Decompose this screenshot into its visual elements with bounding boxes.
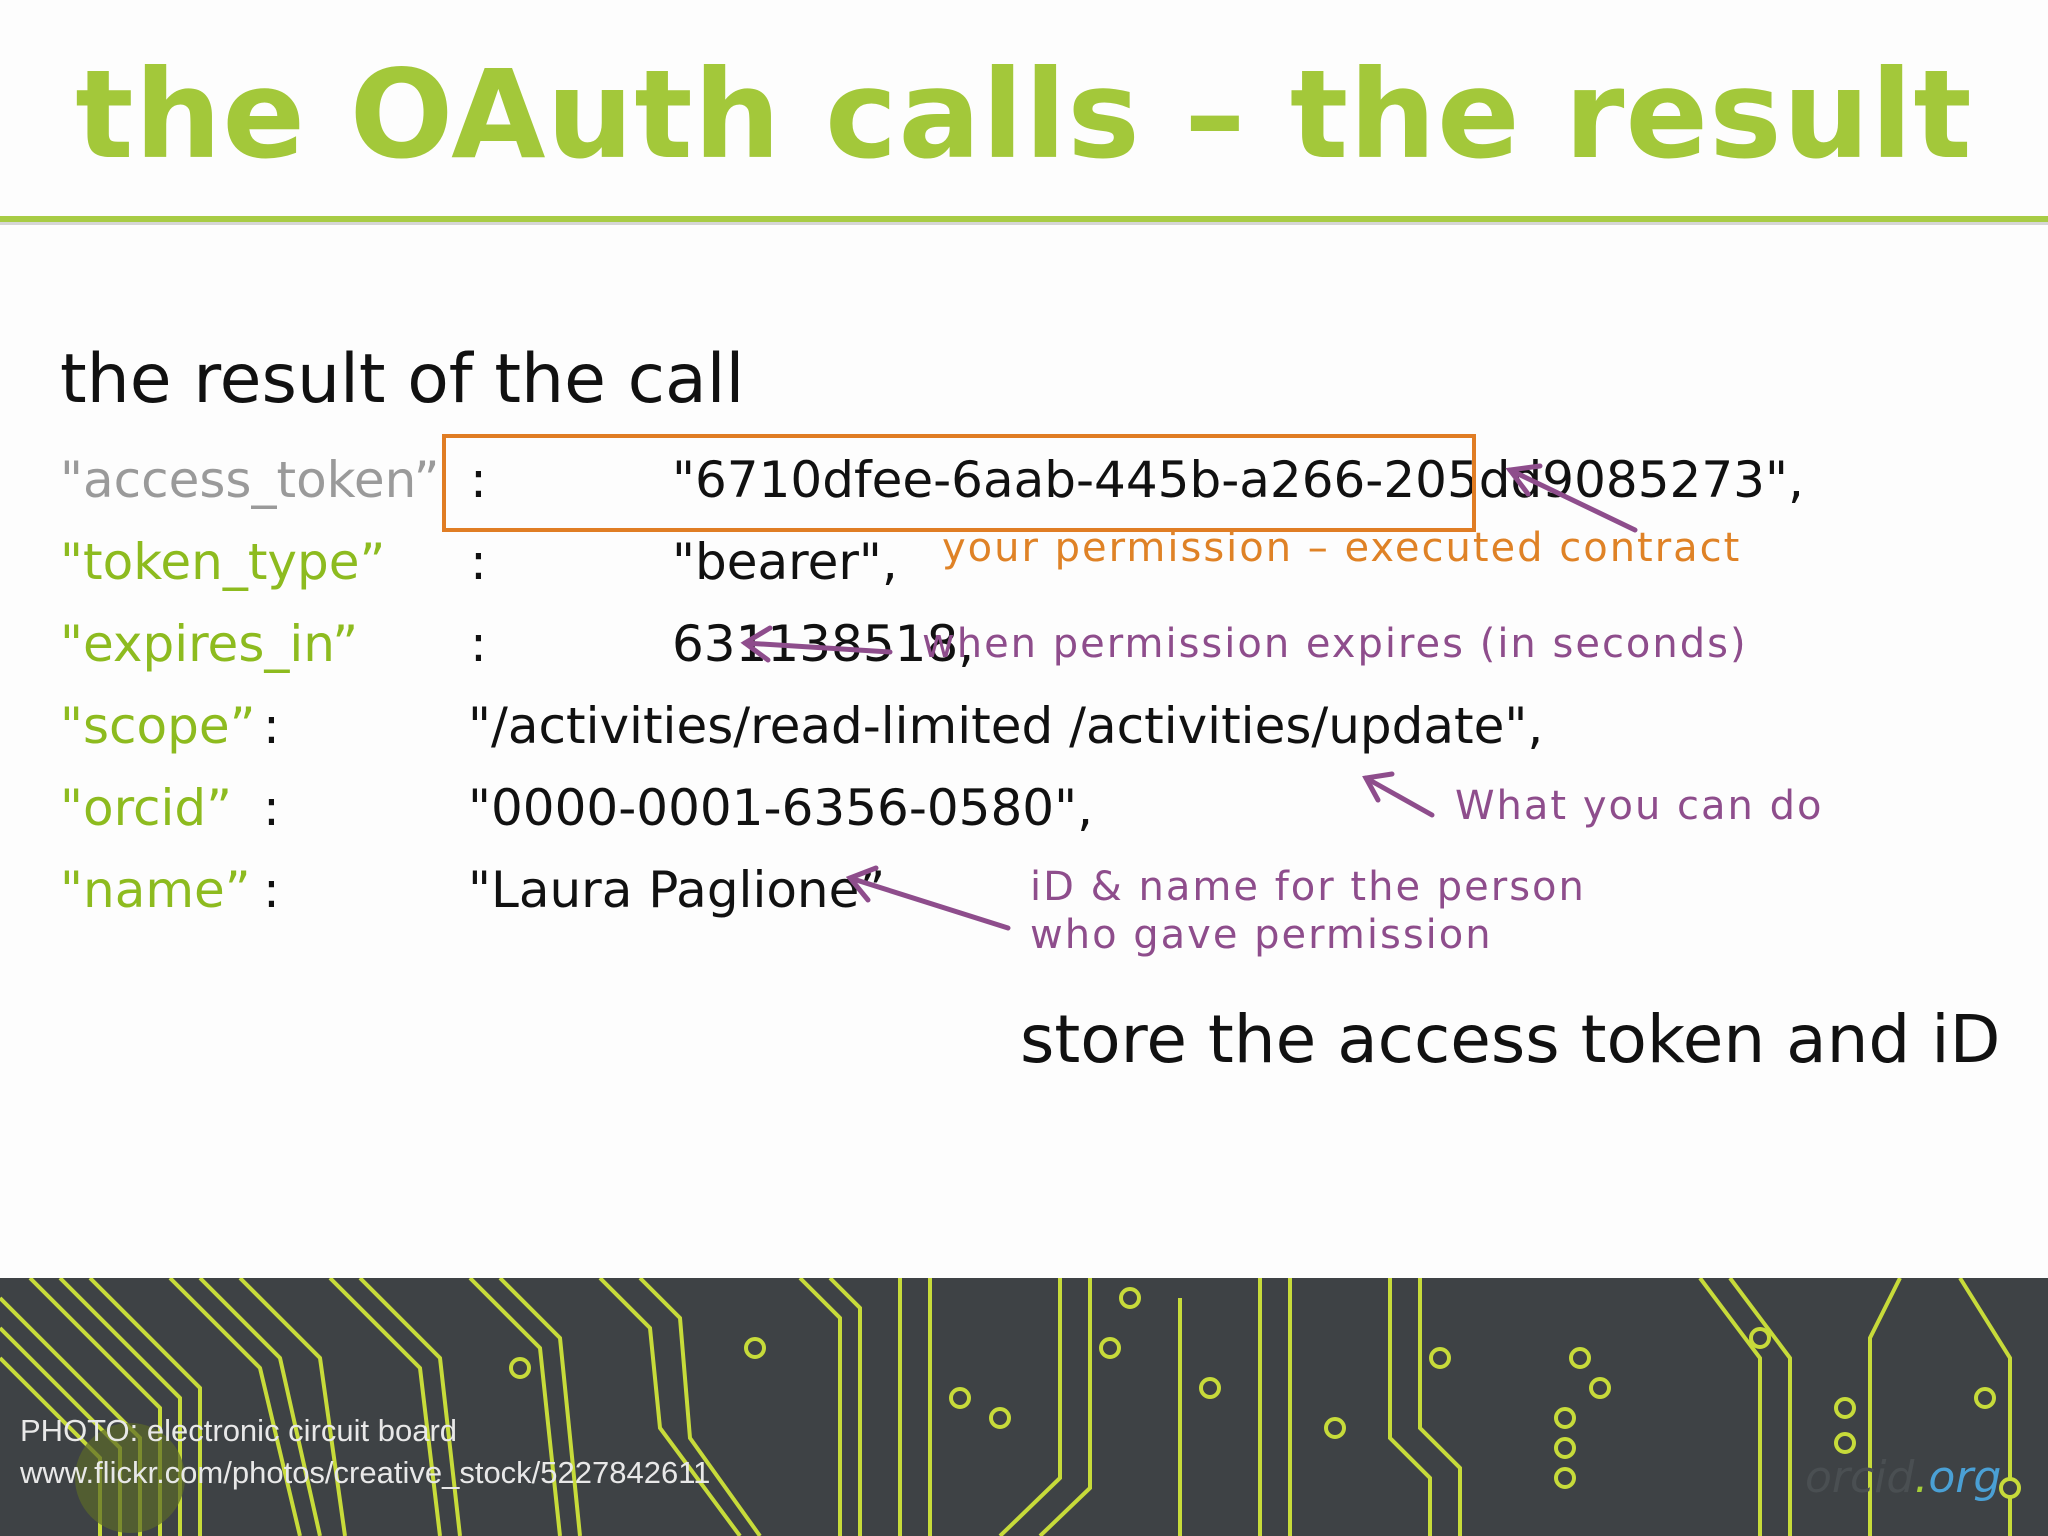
store-instruction: store the access token and iD — [1020, 1001, 2001, 1078]
colon-expires-in: : — [470, 615, 487, 673]
orcid-logo: orcid.org — [1805, 1452, 2001, 1503]
slide-title: the OAuth calls – the result — [75, 44, 1973, 186]
key-token-type: "token_type” — [60, 533, 386, 591]
circuit-board-image — [0, 1278, 2021, 1536]
colon-name: : — [263, 861, 280, 919]
logo-main: orcid — [1805, 1452, 1915, 1503]
title-divider-shadow — [0, 222, 2048, 225]
footer-photo-band — [0, 1278, 2048, 1536]
logo-dot: . — [1914, 1452, 1929, 1503]
annotation-permission: your permission – executed contract — [942, 525, 1742, 571]
key-orcid: "orcid” — [60, 779, 233, 837]
annotation-expires: when permission expires (in seconds) — [922, 621, 1748, 667]
annotation-person-line2: who gave permission — [1030, 912, 1493, 958]
value-token-type: "bearer", — [672, 533, 898, 591]
colon-access-token: : — [470, 451, 487, 509]
title-divider — [0, 216, 2048, 222]
key-name: "name” — [60, 861, 251, 919]
logo-org: org — [1928, 1452, 2002, 1503]
access-token-highlight-box — [442, 434, 1476, 532]
slide-subtitle: the result of the call — [60, 340, 745, 419]
value-scope: "/activities/read-limited /activities/up… — [468, 697, 1544, 755]
key-expires-in: "expires_in” — [60, 615, 359, 673]
value-orcid: "0000-0001-6356-0580", — [468, 779, 1093, 837]
annotation-scope: What you can do — [1455, 783, 1824, 829]
value-name: "Laura Paglione” — [468, 861, 886, 919]
key-scope: "scope” — [60, 697, 256, 755]
colon-token-type: : — [470, 533, 487, 591]
colon-orcid: : — [263, 779, 280, 837]
photo-credit-line2: www.flickr.com/photos/creative_stock/522… — [20, 1455, 711, 1490]
photo-credit-line1: PHOTO: electronic circuit board — [20, 1413, 458, 1448]
colon-scope: : — [263, 697, 280, 755]
arrow-to-scope — [1363, 775, 1435, 818]
photo-credit: PHOTO: electronic circuit board www.flic… — [20, 1410, 710, 1494]
annotation-person-line1: iD & name for the person — [1030, 864, 1586, 910]
key-access-token: "access_token” — [60, 451, 440, 509]
